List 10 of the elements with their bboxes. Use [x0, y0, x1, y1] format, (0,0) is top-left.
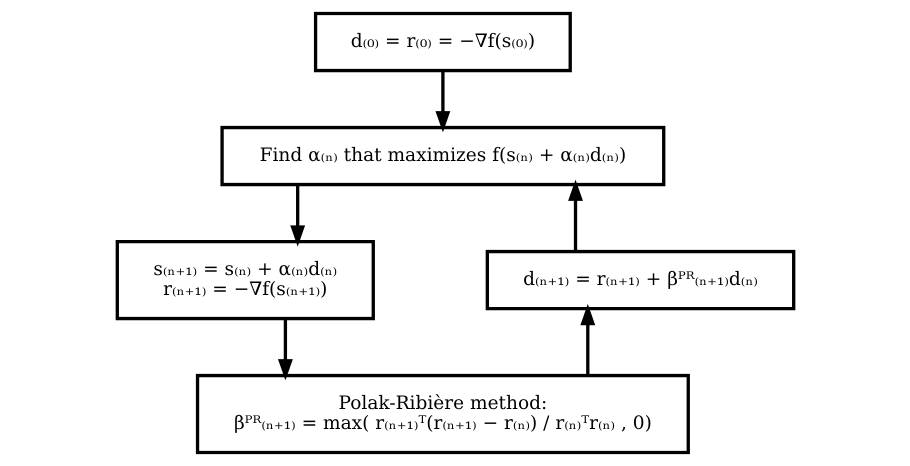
node-box: Find α₍ₙ₎ that maximizes f(s₍ₙ₎ + α₍ₙ₎d₍ₙ₎) — [220, 126, 665, 186]
arrow — [568, 180, 582, 252]
arrow — [277, 318, 292, 380]
arrow — [434, 70, 450, 132]
node-box: s₍ₙ₊₁₎ = s₍ₙ₎ + α₍ₙ₎d₍ₙ₎ r₍ₙ₊₁₎ = −∇f(s₍ₙ₊₁₎) — [115, 240, 374, 320]
node-box: d₍₀₎ = r₍₀₎ = −∇f(s₍₀₎) — [313, 12, 572, 72]
node-box: d₍ₙ₊₁₎ = r₍ₙ₊₁₎ + βᴾᴿ₍ₙ₊₁₎d₍ₙ₎ — [485, 250, 795, 310]
node-box: Polak-Ribière method: βᴾᴿ₍ₙ₊₁₎ = max( r₍ₙ₊₁₎ᵀ(r₍ₙ₊₁₎ − r₍ₙ₎) / r₍ₙ₎ᵀr₍ₙ₎ , 0) — [195, 374, 690, 454]
arrow — [580, 304, 595, 376]
arrow — [290, 184, 305, 247]
